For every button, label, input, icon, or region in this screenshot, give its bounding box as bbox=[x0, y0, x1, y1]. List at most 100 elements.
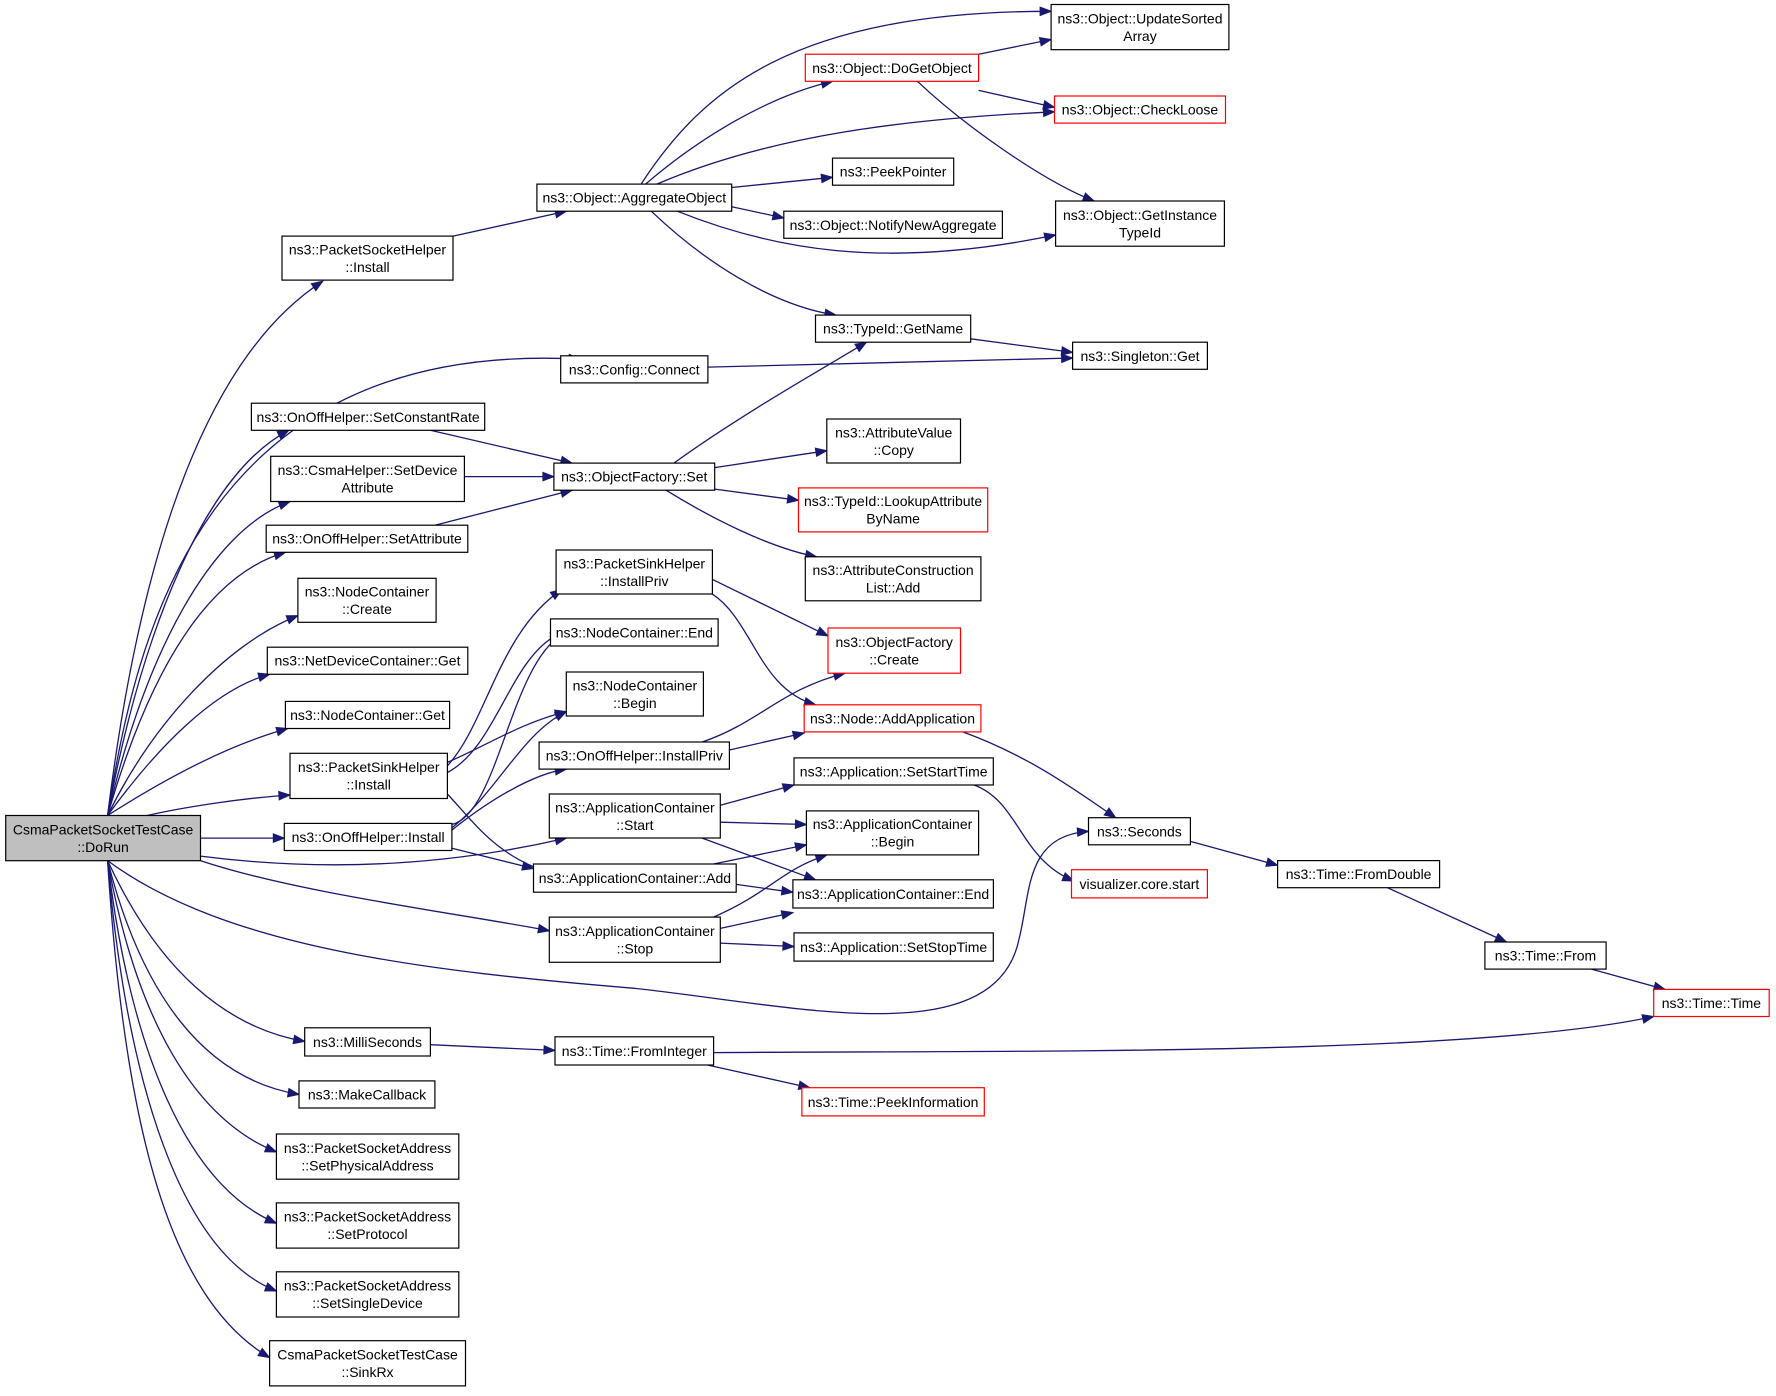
edge-line bbox=[106, 280, 324, 816]
edge-arrowhead bbox=[814, 447, 829, 458]
node-onoff-setattr[interactable]: ns3::OnOffHelper::SetAttribute bbox=[265, 524, 469, 553]
edge-arrowhead bbox=[794, 842, 808, 853]
edge-objfac_set-to-typeid_getname bbox=[673, 341, 868, 464]
node-objfac-set[interactable]: ns3::ObjectFactory::Set bbox=[553, 462, 716, 491]
node-onoff-install[interactable]: ns3::OnOffHelper::Install bbox=[283, 822, 453, 852]
node-vis-start[interactable]: visualizer.core.start bbox=[1070, 869, 1208, 899]
edge-line bbox=[452, 210, 567, 237]
node-appc-add[interactable]: ns3::ApplicationContainer::Add bbox=[532, 863, 737, 893]
node-makecb[interactable]: ns3::MakeCallback bbox=[298, 1080, 436, 1109]
edge-root-to-psa_proto bbox=[106, 860, 278, 1224]
node-time-peekinfo[interactable]: ns3::Time::PeekInformation bbox=[801, 1087, 985, 1117]
node-appc-start[interactable]: ns3::ApplicationContainer::Start bbox=[548, 793, 721, 839]
edge-root-to-onoff_install bbox=[200, 833, 286, 844]
node-psink-installpriv[interactable]: ns3::PacketSinkHelper::InstallPriv bbox=[555, 549, 713, 595]
node-label: ns3::NodeContainer::Get bbox=[290, 707, 445, 723]
node-label: ns3::OnOffHelper::SetAttribute bbox=[272, 531, 462, 547]
edge-arrowhead bbox=[782, 941, 796, 951]
node-box bbox=[793, 757, 994, 786]
node-label: ns3::Object::DoGetObject bbox=[812, 60, 972, 76]
edge-arrowhead bbox=[794, 819, 808, 830]
node-box bbox=[801, 1087, 985, 1117]
node-label: ns3::Object::GetInstance bbox=[1063, 207, 1217, 223]
node-app-setstart[interactable]: ns3::Application::SetStartTime bbox=[793, 757, 994, 786]
node-label: ns3::Time::FromInteger bbox=[562, 1043, 707, 1059]
edge-objfac_set-to-attrval_copy bbox=[714, 447, 829, 469]
node-attrval-copy[interactable]: ns3::AttributeValue::Copy bbox=[826, 418, 962, 464]
node-box bbox=[275, 1202, 460, 1249]
edge-obj_aggregate-to-obj_getinstance bbox=[677, 210, 1057, 254]
node-objfac-create[interactable]: ns3::ObjectFactory::Create bbox=[827, 627, 962, 674]
node-root[interactable]: CsmaPacketSocketTestCase::DoRun bbox=[5, 814, 202, 862]
edge-arrowhead bbox=[272, 833, 286, 844]
edge-line bbox=[107, 860, 305, 1043]
node-singleton-get[interactable]: ns3::Singleton::Get bbox=[1071, 341, 1208, 370]
node-label: visualizer.core.start bbox=[1079, 876, 1199, 892]
node-typeid-getname[interactable]: ns3::TypeId::GetName bbox=[814, 314, 972, 343]
edge-line bbox=[656, 111, 1055, 185]
edge-line bbox=[714, 450, 827, 469]
edge-obj_aggregate-to-obj_checkloose bbox=[656, 107, 1056, 185]
node-box bbox=[298, 1080, 436, 1109]
node-obj-dogetobj[interactable]: ns3::Object::DoGetObject bbox=[804, 53, 980, 82]
node-psa-phys[interactable]: ns3::PacketSocketAddress::SetPhysicalAdd… bbox=[275, 1133, 460, 1180]
node-node-addapp[interactable]: ns3::Node::AddApplication bbox=[803, 704, 982, 733]
node-label: ::Begin bbox=[613, 695, 657, 711]
node-onoff-setconst[interactable]: ns3::OnOffHelper::SetConstantRate bbox=[250, 402, 486, 431]
node-psh-install[interactable]: ns3::PacketSocketHelper::Install bbox=[281, 235, 454, 281]
node-seconds[interactable]: ns3::Seconds bbox=[1087, 817, 1192, 846]
node-time-time[interactable]: ns3::Time::Time bbox=[1653, 988, 1770, 1018]
node-appc-stop[interactable]: ns3::ApplicationContainer::Stop bbox=[548, 916, 721, 963]
edge-arrowhead bbox=[771, 210, 786, 221]
node-label: ns3::ObjectFactory::Set bbox=[561, 469, 707, 485]
node-nc-end[interactable]: ns3::NodeContainer::End bbox=[549, 618, 719, 647]
node-psink-install[interactable]: ns3::PacketSinkHelper::Install bbox=[289, 752, 448, 800]
node-box bbox=[560, 355, 709, 384]
node-label: List::Add bbox=[866, 580, 920, 596]
node-nc-get[interactable]: ns3::NodeContainer::Get bbox=[284, 700, 451, 730]
node-time-fromint[interactable]: ns3::Time::FromInteger bbox=[554, 1036, 715, 1066]
edge-arrowhead bbox=[542, 471, 556, 482]
node-label: ::InstallPriv bbox=[600, 573, 668, 589]
edge-root-to-nc_create bbox=[107, 614, 300, 816]
node-box bbox=[797, 487, 989, 533]
edge-obj_dogetobj-to-obj_updatesorted bbox=[978, 36, 1053, 55]
node-obj-notify[interactable]: ns3::Object::NotifyNewAggregate bbox=[783, 210, 1003, 239]
node-nc-create[interactable]: ns3::NodeContainer::Create bbox=[297, 577, 437, 623]
edge-node_addapp-to-seconds bbox=[962, 731, 1117, 819]
node-time-fromdouble[interactable]: ns3::Time::FromDouble bbox=[1276, 859, 1441, 889]
node-obj-aggregate[interactable]: ns3::Object::AggregateObject bbox=[536, 183, 733, 212]
edge-seconds-to-time_fromdouble bbox=[1190, 840, 1279, 867]
edge-time_fromint-to-time_time bbox=[713, 1014, 1656, 1054]
node-appc-begin[interactable]: ns3::ApplicationContainer::Begin bbox=[805, 810, 980, 856]
node-label: ns3::Node::AddApplication bbox=[810, 710, 975, 726]
node-time-from[interactable]: ns3::Time::From bbox=[1484, 941, 1607, 970]
node-app-setstop[interactable]: ns3::Application::SetStopTime bbox=[793, 932, 994, 962]
node-obj-checkloose[interactable]: ns3::Object::CheckLoose bbox=[1053, 95, 1227, 124]
node-label: ::Install bbox=[347, 777, 391, 793]
node-nc-begin[interactable]: ns3::NodeContainer::Begin bbox=[565, 671, 704, 717]
node-label: ::SinkRx bbox=[341, 1364, 393, 1380]
node-box bbox=[304, 1027, 432, 1057]
node-label: ::Start bbox=[616, 817, 653, 833]
node-label: ::Create bbox=[869, 651, 919, 667]
node-peekptr[interactable]: ns3::PeekPointer bbox=[831, 157, 955, 186]
node-psa-proto[interactable]: ns3::PacketSocketAddress::SetProtocol bbox=[275, 1202, 460, 1249]
edge-line bbox=[713, 844, 807, 865]
node-psa-single[interactable]: ns3::PacketSocketAddress::SetSingleDevic… bbox=[275, 1271, 460, 1318]
node-sinkrx[interactable]: CsmaPacketSocketTestCase::SinkRx bbox=[269, 1340, 467, 1387]
edge-line bbox=[107, 727, 288, 817]
node-ndc-get[interactable]: ns3::NetDeviceContainer::Get bbox=[266, 646, 469, 675]
node-millis[interactable]: ns3::MilliSeconds bbox=[304, 1027, 432, 1057]
node-appc-end[interactable]: ns3::ApplicationContainer::End bbox=[792, 879, 995, 909]
node-onoff-installpriv[interactable]: ns3::OnOffHelper::InstallPriv bbox=[538, 741, 730, 770]
edge-arrowhead bbox=[1060, 353, 1075, 364]
edge-line bbox=[1591, 968, 1666, 991]
node-cfg-connect[interactable]: ns3::Config::Connect bbox=[560, 355, 709, 384]
